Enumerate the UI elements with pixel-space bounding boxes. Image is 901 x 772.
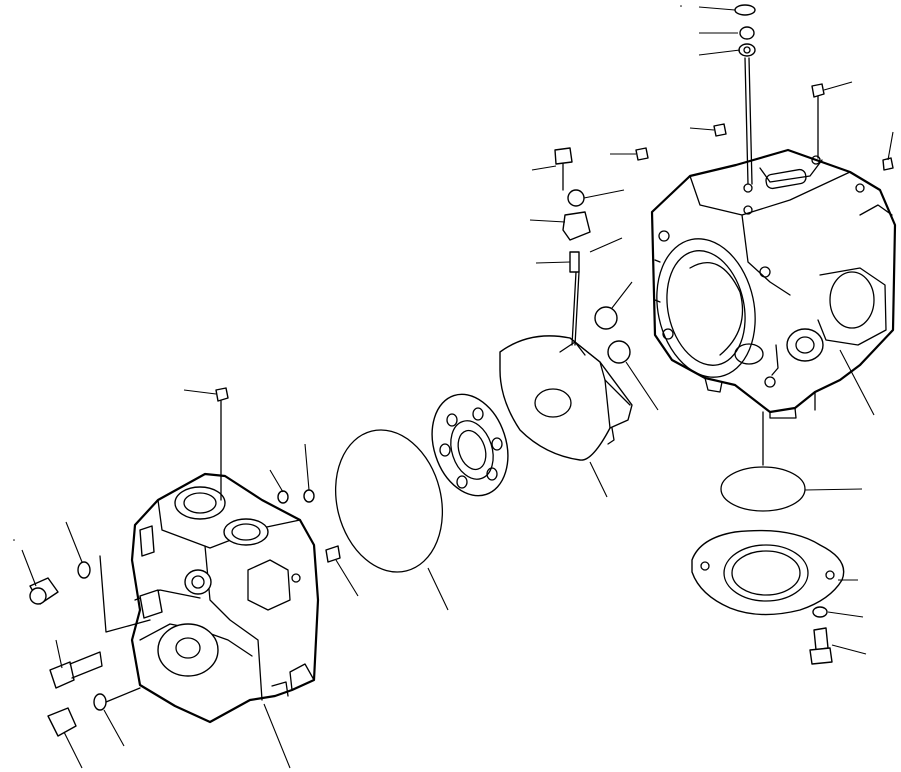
case-gasket-oring — [334, 429, 444, 573]
leader-lines — [21, 6, 894, 769]
valve-plate — [431, 393, 509, 497]
main-pump-case — [650, 148, 897, 419]
flange-bolt-set — [809, 606, 833, 665]
servo-piston-assembly — [554, 147, 631, 364]
speck — [680, 5, 682, 7]
upper-plug-stack — [635, 4, 894, 466]
left-cover-block — [130, 472, 320, 724]
speck — [13, 539, 15, 541]
swash-plate-cover — [499, 335, 633, 461]
flange-oring — [720, 466, 806, 512]
left-fastener-set — [29, 387, 341, 737]
port-flange-gasket — [691, 529, 845, 616]
